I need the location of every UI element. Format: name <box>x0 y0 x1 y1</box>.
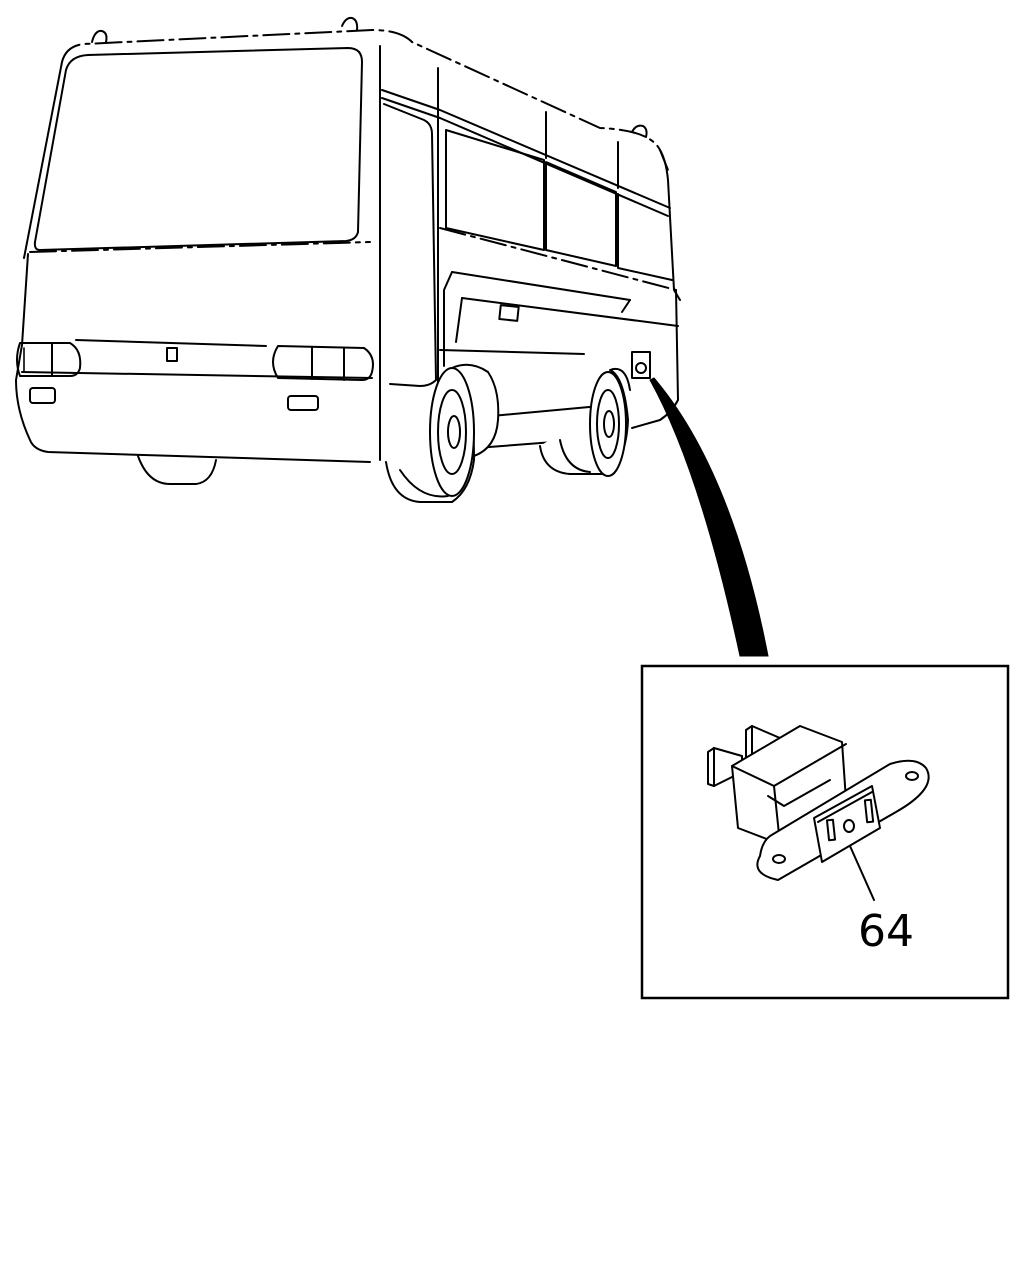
fog-lamp-left <box>29 387 56 404</box>
side-window-1 <box>445 129 545 251</box>
roof-marker-light-rear <box>631 124 648 138</box>
side-molding-front <box>443 271 453 367</box>
outlet-location-hole <box>635 362 647 374</box>
roof-marker-light-left <box>91 29 108 43</box>
rear-corner <box>659 149 681 301</box>
side-molding-upper <box>451 271 631 301</box>
entry-door <box>383 103 437 387</box>
headlamp-left <box>16 342 82 377</box>
front-panel <box>15 253 371 463</box>
detail-inset: 64 <box>640 664 1010 1000</box>
front-wheel <box>385 363 500 503</box>
socket-ground-hole <box>843 819 855 833</box>
rear-wheel <box>539 368 631 477</box>
part-callout-64: 64 <box>858 906 914 957</box>
bus-illustration <box>15 16 681 503</box>
side-marker-lamp <box>498 304 520 322</box>
window-sill-line <box>439 227 677 291</box>
side-window-2 <box>545 161 617 267</box>
socket-slot-left <box>825 818 837 842</box>
socket-slot-right <box>863 798 875 824</box>
grille-line <box>75 339 267 347</box>
front-emblem <box>166 347 178 362</box>
skirt-line <box>439 349 585 355</box>
side-molding-end <box>621 299 631 313</box>
fog-lamp-right <box>287 395 319 411</box>
roof-marker-light-center <box>341 16 359 31</box>
detail-leader-wedge <box>649 377 769 657</box>
flange-screw-hole-right <box>905 771 919 781</box>
flange-screw-hole-left <box>772 854 786 864</box>
bumper-top-line <box>21 371 373 379</box>
window-belt-top-inner <box>381 97 669 217</box>
roof-outline <box>61 29 669 171</box>
outlet-location-marker <box>631 351 651 379</box>
windshield <box>33 47 363 251</box>
headlamp-right <box>272 345 374 381</box>
window-belt-top <box>381 89 671 209</box>
side-molding-lower-front <box>455 297 463 343</box>
front-left-pillar <box>23 61 63 259</box>
socket-face <box>813 785 881 863</box>
callout-leader-64 <box>849 845 875 901</box>
side-molding-lower <box>461 297 679 327</box>
front-valance <box>137 455 217 485</box>
front-cowl-line <box>29 241 371 253</box>
side-window-3 <box>617 193 673 281</box>
